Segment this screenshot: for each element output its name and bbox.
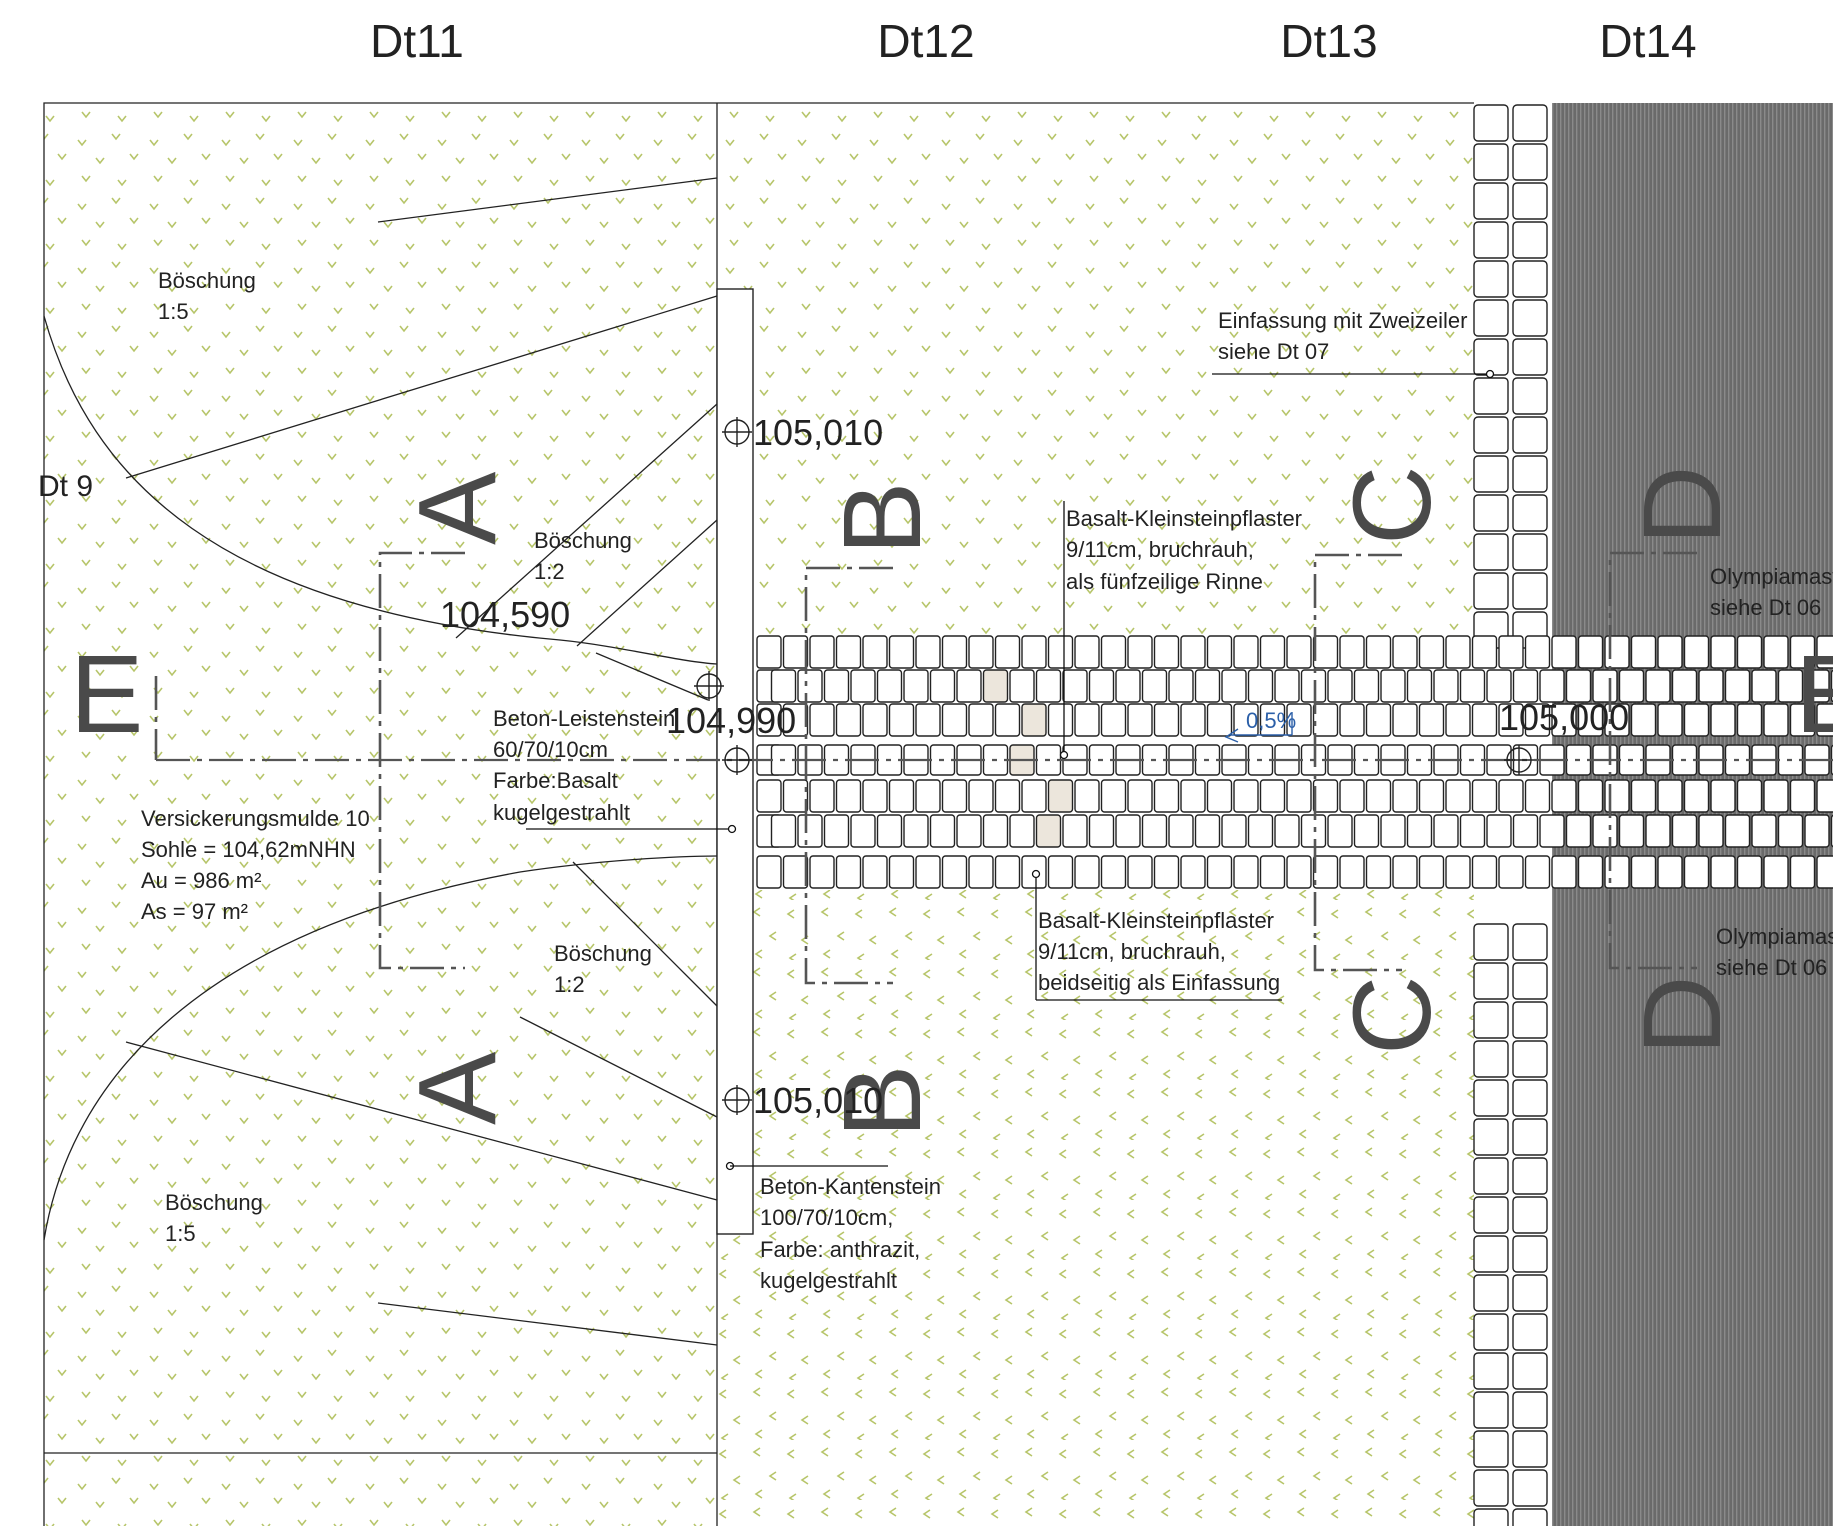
slope-top-left-ratio: 1:5 — [158, 299, 189, 324]
svg-text:As = 97 m²: As = 97 m² — [141, 899, 248, 924]
slope-center-top-ratio: 1:2 — [534, 559, 565, 584]
section-c: C C — [1313, 466, 1454, 1055]
section-d: D D — [1608, 466, 1744, 1055]
svg-text:Farbe:Basalt: Farbe:Basalt — [493, 768, 618, 793]
section-e: E E — [70, 633, 1833, 760]
section-label-b-bottom: B — [821, 1065, 944, 1138]
site-boundary — [43, 102, 1474, 1526]
grass-area-lower — [717, 890, 1474, 1526]
elevation-bottom: 105,010 — [753, 1080, 883, 1121]
slope-bottom-left-ratio: 1:5 — [165, 1221, 196, 1246]
svg-text:Beton-Leistenstein: Beton-Leistenstein — [493, 706, 675, 731]
svg-text:Olympiamast: Olympiamast — [1716, 924, 1833, 949]
slope-bottom-left-title: Böschung — [165, 1190, 263, 1215]
elevation-left: 104,590 — [440, 594, 570, 635]
section-label-c-bottom: C — [1331, 976, 1454, 1055]
svg-text:kugelgestrahlt: kugelgestrahlt — [760, 1268, 897, 1293]
slope-curve-upper — [43, 315, 718, 665]
svg-text:Olympiamast: Olympiamast — [1710, 564, 1833, 589]
svg-text:als fünfzeilige Rinne: als fünfzeilige Rinne — [1066, 569, 1263, 594]
note-einfassung-pflaster: Basalt-Kleinsteinpflaster 9/11cm, bruchr… — [1031, 869, 1282, 1001]
svg-text:100/70/10cm,: 100/70/10cm, — [760, 1205, 893, 1230]
svg-text:siehe Dt 07: siehe Dt 07 — [1218, 339, 1329, 364]
note-einfassung: Einfassung mit Zweizeiler siehe Dt 07 — [1212, 308, 1495, 379]
slope-center-bottom-title: Böschung — [554, 941, 652, 966]
header-dt12: Dt12 — [877, 15, 974, 67]
svg-text:kugelgestrahlt: kugelgestrahlt — [493, 800, 630, 825]
slope-center-bottom-ratio: 1:2 — [554, 972, 585, 997]
beton-leistenstein-strip — [716, 288, 754, 1235]
svg-text:Au = 986 m²: Au = 986 m² — [141, 868, 261, 893]
svg-text:9/11cm, bruchrauh,: 9/11cm, bruchrauh, — [1038, 939, 1226, 964]
header-dt14: Dt14 — [1599, 15, 1696, 67]
slope-curve-lower — [43, 855, 718, 1241]
svg-text:Basalt-Kleinsteinpflaster: Basalt-Kleinsteinpflaster — [1066, 506, 1302, 531]
elevation-center: 104,990 — [666, 700, 796, 741]
svg-text:Beton-Kantenstein: Beton-Kantenstein — [760, 1174, 941, 1199]
note-leistenstein: Beton-Leistenstein 60/70/10cm Farbe:Basa… — [493, 706, 737, 834]
elevation-right: 105,000 — [1499, 697, 1629, 738]
section-label-d-bottom: D — [1621, 976, 1744, 1055]
note-olympiamast-bottom: Olympiamast siehe Dt 06 — [1716, 924, 1833, 980]
svg-text:Farbe: anthrazit,: Farbe: anthrazit, — [760, 1237, 920, 1262]
edging-two-row-curb — [1473, 104, 1548, 1526]
note-rinne: Basalt-Kleinsteinpflaster 9/11cm, bruchr… — [1059, 501, 1302, 760]
grass-area-upper — [717, 103, 1474, 635]
slope-top-left-title: Böschung — [158, 268, 256, 293]
dt9-reference: Dt 9 — [38, 470, 93, 503]
section-label-e-left: E — [70, 633, 143, 756]
svg-text:Einfassung mit Zweizeiler: Einfassung mit Zweizeiler — [1218, 308, 1467, 333]
section-a: A A — [378, 471, 519, 1125]
section-label-a-bottom: A — [396, 1051, 519, 1125]
svg-text:Sohle = 104,62mNHN: Sohle = 104,62mNHN — [141, 837, 356, 862]
slope-center-top-title: Böschung — [534, 528, 632, 553]
slope-hatch-lines — [125, 177, 718, 1346]
note-olympiamast-top: Olympiamast siehe Dt 06 — [1710, 564, 1833, 620]
svg-text:Basalt-Kleinsteinpflaster: Basalt-Kleinsteinpflaster — [1038, 908, 1274, 933]
note-kantenstein: Beton-Kantenstein 100/70/10cm, Farbe: an… — [725, 1161, 941, 1293]
section-b: B B — [804, 482, 944, 1138]
svg-text:siehe Dt 06: siehe Dt 06 — [1716, 955, 1827, 980]
section-label-a-top: A — [396, 471, 519, 545]
elevation-top: 105,010 — [753, 412, 883, 453]
gradient-label: 0,5% — [1246, 708, 1296, 733]
gradient-arrow — [1224, 712, 1293, 743]
svg-text:9/11cm, bruchrauh,: 9/11cm, bruchrauh, — [1066, 537, 1254, 562]
svg-text:60/70/10cm: 60/70/10cm — [493, 737, 608, 762]
note-versickerungsmulde: Versickerungsmulde 10 Sohle = 104,62mNHN… — [141, 806, 370, 924]
section-label-c-top: C — [1331, 466, 1454, 545]
svg-text:siehe Dt 06: siehe Dt 06 — [1710, 595, 1821, 620]
svg-text:Versickerungsmulde 10: Versickerungsmulde 10 — [141, 806, 370, 831]
section-label-e-right: E — [1795, 633, 1833, 756]
header-dt13: Dt13 — [1280, 15, 1377, 67]
section-label-b-top: B — [821, 482, 944, 555]
basalt-paving-gutter — [756, 635, 1833, 889]
elevation-markers — [694, 417, 1534, 1115]
header-dt11: Dt11 — [370, 15, 464, 67]
section-label-d-top: D — [1621, 466, 1744, 545]
svg-text:beidseitig als Einfassung: beidseitig als Einfassung — [1038, 970, 1280, 995]
